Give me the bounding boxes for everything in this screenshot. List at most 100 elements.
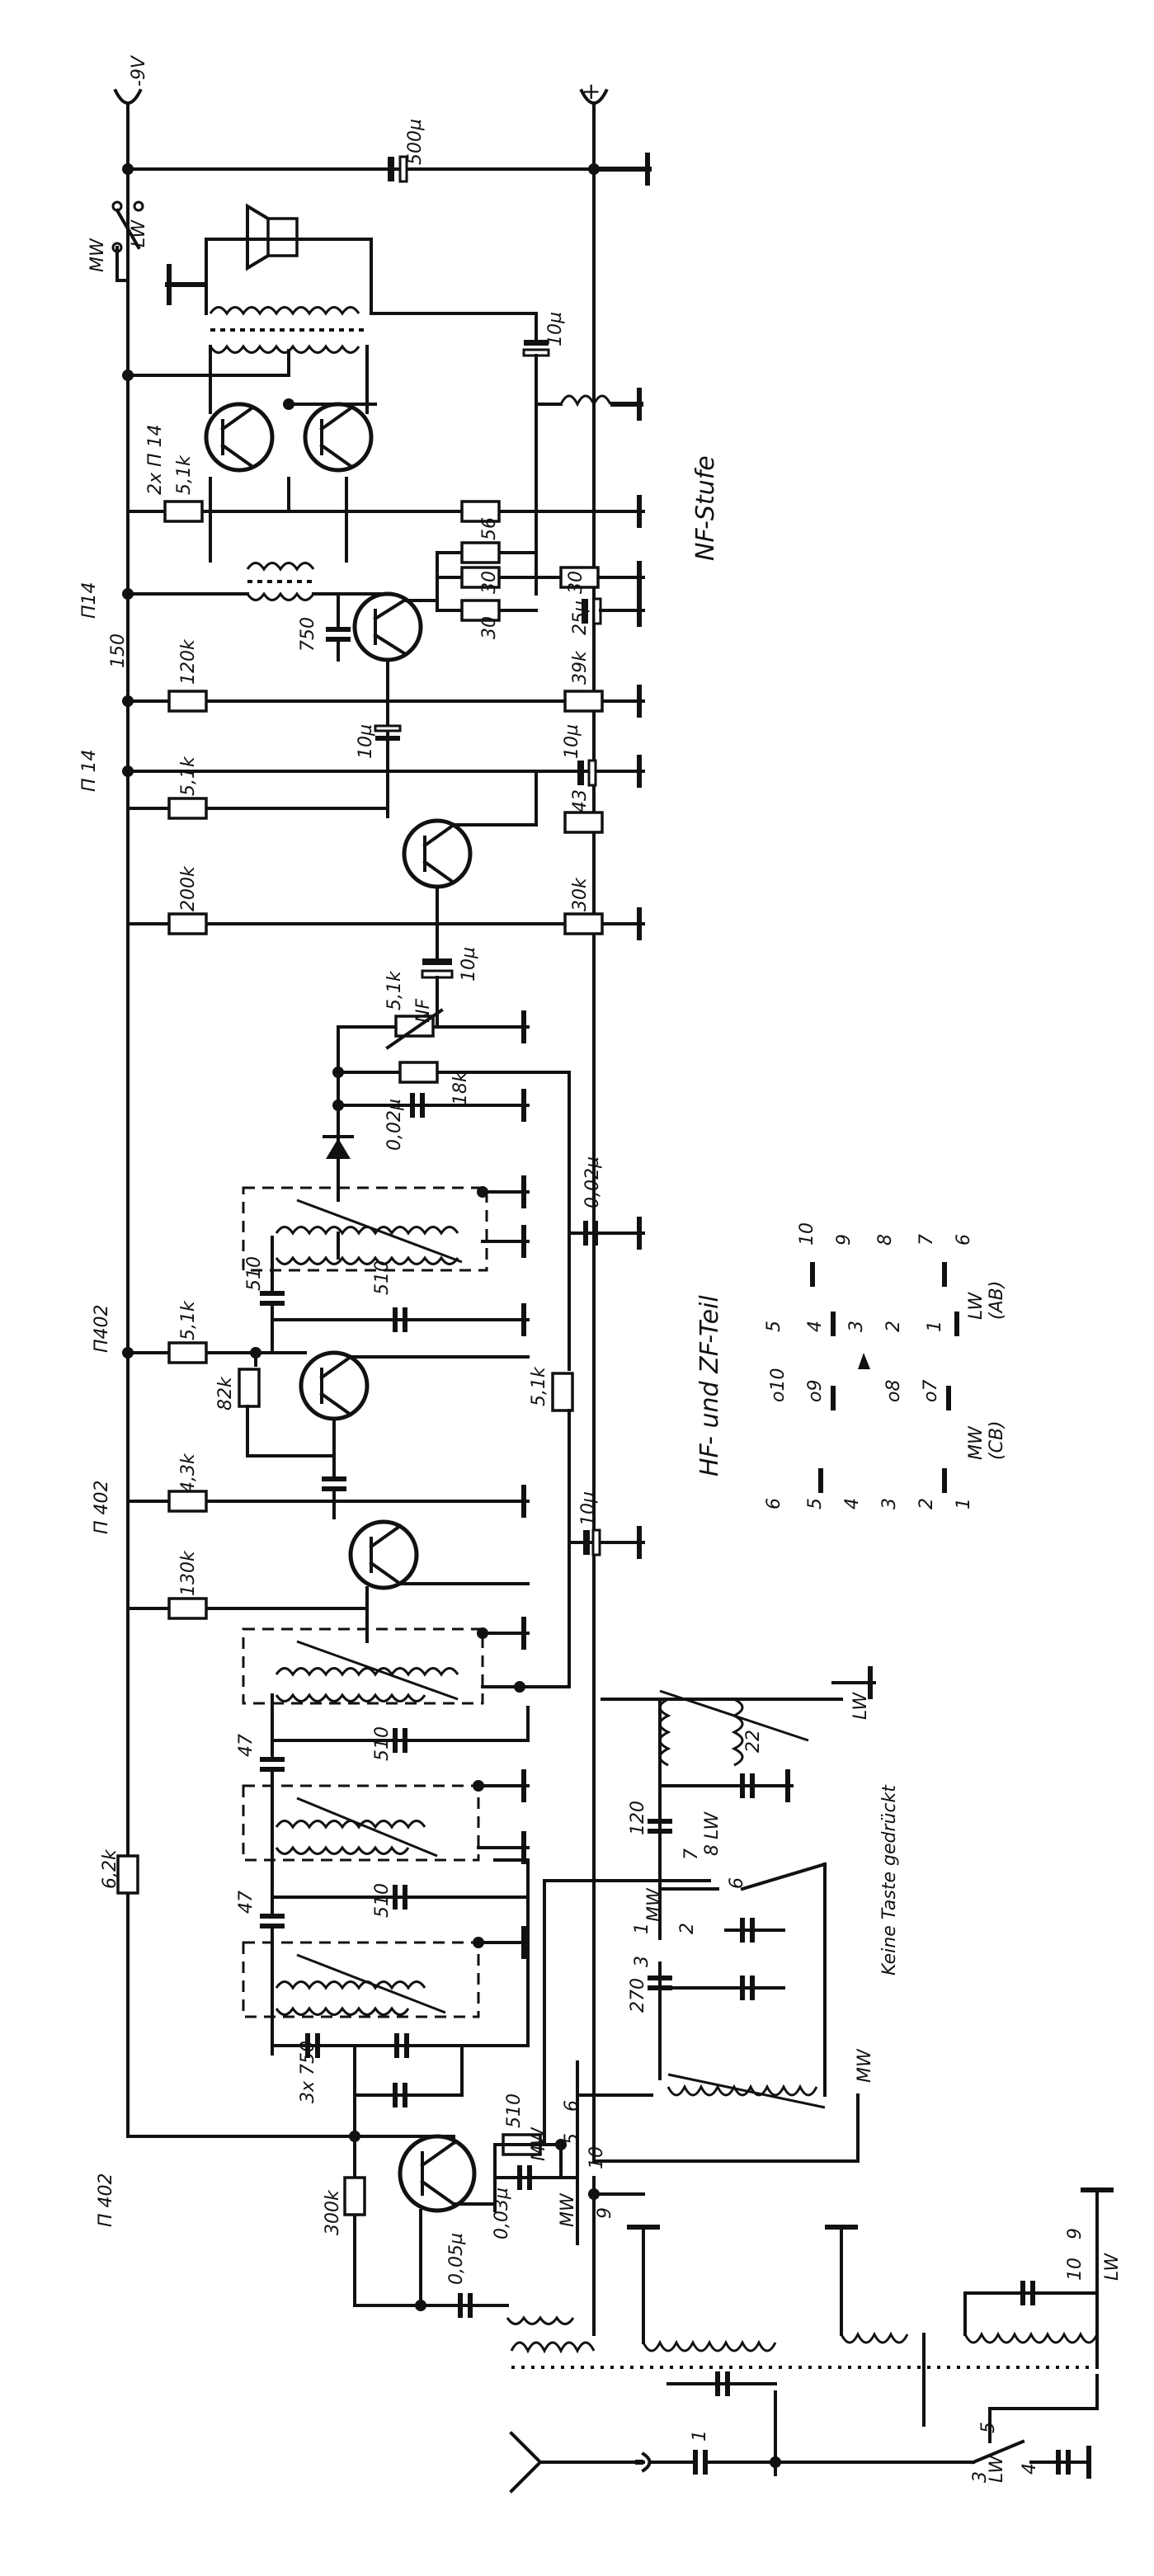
- key-mw-label: MW: [966, 1425, 987, 1460]
- key-switch-diagram: HF- und ZF-Teil 6 5 4 3 2 1 o10 o9 o8 o7…: [695, 1222, 1007, 1509]
- supply-plus-label: +: [582, 78, 601, 105]
- switch-n5c-label: 5: [978, 2422, 999, 2433]
- key-row3-4: 4: [805, 1321, 826, 1332]
- preamp-stage: [122, 685, 645, 1029]
- coil-lw-label: LW: [850, 1692, 871, 1720]
- cap-005u-label: 0,05µ: [446, 2233, 467, 2285]
- if-filter-1-shield: [242, 1784, 480, 1862]
- res-5k1-b-label: 5,1k: [529, 1366, 549, 1406]
- switch-lw-d-label: LW: [987, 2455, 1007, 2483]
- transistor-p14-driver-icon: [352, 591, 423, 662]
- transistor-p402-if1-icon: [348, 1519, 419, 1590]
- key-row1-6: 6: [764, 1498, 784, 1509]
- transistor-p402-if2-label: П402: [92, 1304, 112, 1353]
- key-row4-6: 6: [954, 1234, 974, 1246]
- key-row1-4: 4: [842, 1498, 863, 1509]
- res-5k1-a-label: 5,1k: [178, 1300, 199, 1340]
- transistor-p14-pre-label: П 14: [79, 749, 100, 792]
- switch-n10b-label: 10: [1065, 2258, 1086, 2281]
- res-130k-label: 130k: [178, 1550, 199, 1596]
- antenna-section: [509, 2187, 1114, 2494]
- switch-mw-a-label: MW: [644, 1887, 665, 1922]
- res-510-osc-label: 510: [504, 2093, 525, 2128]
- transistor-p402-if2-icon: [299, 1350, 370, 1421]
- mixer-stage: [343, 2093, 579, 2325]
- switch-n3-label: 3: [632, 1956, 652, 1967]
- volume-label: NF: [413, 999, 434, 1023]
- transistor-p14-driver-label: П14: [79, 582, 100, 619]
- cap-1-label: 1: [690, 2430, 710, 2442]
- key-row3-2: 2: [883, 1321, 904, 1332]
- no-key-pressed-label: Keine Taste gedrückt: [879, 1784, 900, 1976]
- switch-n9b-label: 9: [1065, 2228, 1086, 2239]
- switch-lw-a-label: LW: [702, 1811, 723, 1839]
- if-filter: [242, 1769, 530, 2107]
- res-120k-label: 120k: [178, 638, 199, 685]
- coil-mw-label: MW: [855, 2048, 875, 2083]
- cap-510-b-label: 510: [372, 1260, 393, 1295]
- switch-mw-c-label: MW: [558, 2192, 578, 2227]
- key-row4-10: 10: [797, 1222, 817, 1246]
- switch-n8-label: 8: [702, 1844, 723, 1856]
- detector-stage: [323, 1008, 645, 1371]
- cap-47-a-label: 47: [236, 1734, 257, 1757]
- if-transformer-1-shield: [242, 1627, 484, 1705]
- key-ab-label: (AB): [987, 1281, 1007, 1320]
- cap-270-label: 270: [628, 1978, 648, 2013]
- res-300k-label: 300k: [323, 2189, 343, 2235]
- switch-n3b-label: 3: [970, 2471, 991, 2483]
- switch-n7-label: 7: [681, 1848, 702, 1860]
- res-30-c-label: 30: [566, 571, 586, 594]
- hf-zf-title: HF- und ZF-Teil: [695, 1295, 724, 1476]
- cap-10u-c-label: 10µ: [562, 724, 582, 759]
- switch-n5-label: 5: [562, 2133, 582, 2145]
- key-row1-5: 5: [805, 1498, 826, 1509]
- cap-750-label: 750: [298, 617, 318, 652]
- res-5k1-out-label: 5,1k: [174, 454, 195, 495]
- switch-n9-label: 9: [595, 2207, 615, 2219]
- cap-25u-label: 25µ: [570, 600, 591, 635]
- cap-510-a-label: 510: [244, 1256, 265, 1291]
- transistor-p402-if1-label: П 402: [92, 1480, 112, 1534]
- res-30k-label: 30k: [570, 877, 591, 911]
- res-5k1-c-label: 5,1k: [178, 756, 199, 796]
- key-cb-label: (CB): [987, 1420, 1007, 1460]
- res-150-label: 150: [108, 633, 129, 668]
- if-stage-2: [122, 1175, 574, 1519]
- nf-stage-title: NF-Stufe: [691, 455, 720, 561]
- key-row3-1: 1: [925, 1321, 945, 1332]
- cap-10u-b-label: 10µ: [356, 724, 376, 759]
- key-row1-3: 3: [879, 1498, 900, 1509]
- input-switching: [543, 1666, 876, 2295]
- key-row2-8: o8: [883, 1380, 904, 1402]
- res-30-a-label: 30: [479, 571, 500, 594]
- driver-stage: [122, 477, 645, 810]
- key-lw-label: LW: [966, 1292, 987, 1320]
- antenna-icon: [509, 2431, 543, 2494]
- res-200k-label: 200k: [178, 865, 199, 911]
- res-6k2: [116, 1854, 139, 1895]
- cap-500u-label: 500µ: [405, 119, 426, 165]
- output-stage: [122, 203, 645, 596]
- switch-n1-label: 1: [632, 1923, 652, 1934]
- supply-section: [111, 88, 652, 282]
- res-4k3-label: 4,3k: [178, 1453, 199, 1493]
- cap-510-d-label: 510: [372, 1883, 393, 1918]
- key-row3-5: 5: [764, 1321, 784, 1332]
- switch-n6-label: 6: [727, 1877, 747, 1889]
- key-arrow-icon: [858, 1353, 870, 1369]
- cap-510-c-label: 510: [372, 1726, 393, 1761]
- key-row4-8: 8: [875, 1234, 896, 1246]
- switch-mw-b-label: MW: [529, 2126, 549, 2161]
- transistor-2xp14-a-icon: [204, 402, 275, 473]
- if-stage-1: [126, 1409, 645, 1915]
- cap-10u-e-label: 10µ: [578, 1491, 599, 1526]
- if-filter-2-shield: [242, 1941, 480, 2018]
- cap-3x750-label: 3x 750: [298, 2041, 318, 2103]
- key-row4-9: 9: [834, 1234, 855, 1246]
- key-row2-9: o9: [805, 1380, 826, 1402]
- cap-47-b-label: 47: [236, 1891, 257, 1914]
- transistor-p14-pre-icon: [402, 818, 473, 889]
- cap-22-label: 22: [743, 1730, 764, 1753]
